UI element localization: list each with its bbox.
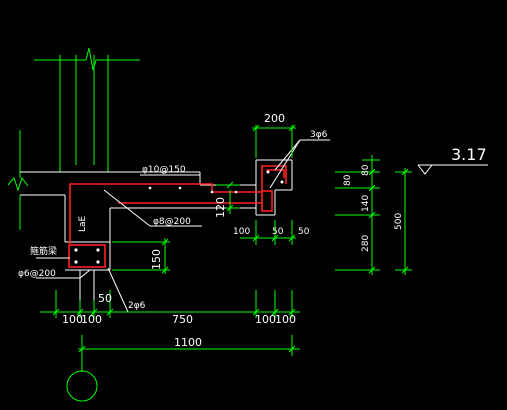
dim-top-200: 200 xyxy=(264,112,285,125)
dim-bottom-100a: 100 xyxy=(62,313,83,326)
dim-side-80a: 80 xyxy=(343,174,353,186)
dim-bottom-100b: 100 xyxy=(81,313,102,326)
dim-side-280: 280 xyxy=(361,235,371,252)
anchorage-label: LaE xyxy=(78,215,88,232)
dim-beam-150: 150 xyxy=(150,249,163,270)
dist-bar-label: φ8@200 xyxy=(153,217,191,227)
end-bars-label: 3φ6 xyxy=(310,130,328,140)
top-bar-label: φ10@150 xyxy=(142,165,186,175)
elevation-value: 3.17 xyxy=(451,145,487,164)
slab-outline xyxy=(20,159,293,300)
dim-gap-100: 100 xyxy=(233,227,250,237)
elevation-symbol xyxy=(417,164,488,175)
rebar-dots xyxy=(74,170,284,264)
stirrup-label: φ6@200 xyxy=(18,269,56,279)
dim-side-140: 140 xyxy=(361,195,371,212)
beam-label: 箍筋梁 xyxy=(30,245,57,257)
wall-outline xyxy=(7,47,140,230)
axis-bubble xyxy=(66,370,98,402)
dimension-lines xyxy=(40,125,412,372)
dim-bottom-750: 750 xyxy=(172,313,193,326)
dim-bottom-100d: 100 xyxy=(275,313,296,326)
dim-total-1100: 1100 xyxy=(174,336,202,349)
dim-right-50: 50 xyxy=(298,227,310,237)
dim-side-80b: 80 xyxy=(361,164,371,176)
dimension-ticks xyxy=(52,124,409,353)
dim-bottom-100c: 100 xyxy=(255,313,276,326)
dim-slab-120: 120 xyxy=(214,197,227,218)
dim-beam-bottom-50: 50 xyxy=(98,292,112,305)
bottom-bars-label: 2φ6 xyxy=(128,301,146,311)
dim-left-50: 50 xyxy=(272,227,284,237)
dim-side-500: 500 xyxy=(394,213,404,230)
